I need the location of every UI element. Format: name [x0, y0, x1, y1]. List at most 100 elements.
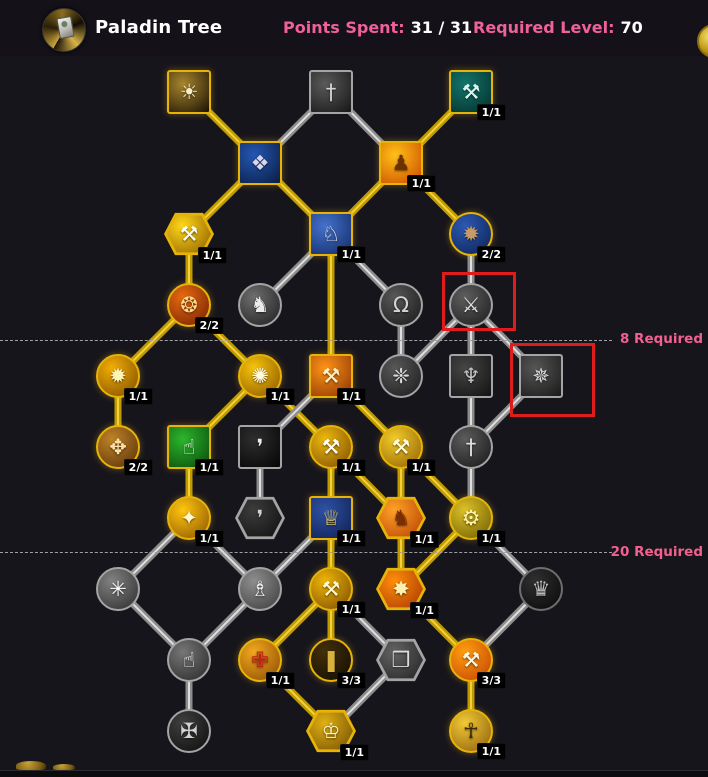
points-spent-stat: Points Spent: 31 / 31 [283, 18, 472, 37]
talent-blazing-warrior[interactable]: ♞1/1 [376, 495, 439, 548]
required-level-value: 70 [620, 18, 643, 37]
gilded-hammer-icon: ⚒ [391, 434, 411, 459]
talent-light-pillar[interactable]: ✺1/1 [238, 354, 295, 405]
talent-icon-iron-cross: ✠ [167, 709, 211, 753]
talent-hammer-burst[interactable]: ⚒1/1 [164, 211, 227, 264]
horseshoe-icon: Ω [392, 292, 410, 317]
rank-badge: 1/1 [265, 388, 295, 405]
talent-icon-silver-acolyte: ♗ [238, 567, 282, 611]
talent-icon-black-droplet: ❜ [238, 425, 282, 469]
talent-iron-cross[interactable]: ✠ [167, 709, 211, 753]
talent-golden-idol[interactable]: ☥1/1 [449, 709, 506, 760]
rank-badge: 1/1 [194, 530, 224, 547]
talent-royal-crown[interactable]: ♕1/1 [309, 496, 366, 547]
talent-icon-hammer-burst: ⚒ [167, 215, 211, 253]
rank-badge: 1/1 [336, 530, 366, 547]
talent-winged-mask[interactable]: ❈ [379, 354, 423, 398]
celestial-charger-icon: ♘ [321, 221, 341, 246]
talent-silver-steed[interactable]: ♞ [238, 283, 282, 327]
talent-icon-golden-guardian: ♔ [309, 712, 353, 750]
points-spent-value: 31 / 31 [410, 18, 473, 37]
talent-aegis-shield[interactable]: ❖ [238, 141, 282, 185]
talent-icon-dark-drop: ❜ [238, 499, 282, 537]
talent-gilded-hammer[interactable]: ⚒1/1 [379, 425, 436, 476]
talent-crusader-tabard[interactable]: ✙1/1 [238, 638, 295, 689]
next-section-strip [0, 770, 708, 777]
talent-icon-stone-fist: ✹ [449, 212, 493, 256]
talent-white-nova[interactable]: ✳ [96, 567, 140, 611]
talent-winged-blade[interactable]: † [449, 425, 493, 469]
rank-badge: 2/2 [194, 317, 224, 334]
talent-crossed-swords[interactable]: ⚔ [449, 283, 493, 327]
blazing-warrior-icon: ♞ [391, 505, 411, 530]
talent-icon-winged-blade: † [449, 425, 493, 469]
talent-golden-gear[interactable]: ⚙1/1 [449, 496, 506, 547]
talent-rune-sword[interactable]: † [309, 70, 353, 114]
talent-black-droplet[interactable]: ❜ [238, 425, 282, 469]
talent-light-ray[interactable]: ✹1/1 [96, 354, 153, 405]
talent-icon-shadow-crown: ♛ [519, 567, 563, 611]
light-pillar-icon: ✺ [251, 363, 269, 388]
dark-seraph-icon: ♆ [461, 363, 481, 388]
talent-golden-maul[interactable]: ⚒1/1 [309, 567, 366, 618]
talent-icon-fiery-crusader: ♟ [379, 141, 423, 185]
talent-icon-silver-steed: ♞ [238, 283, 282, 327]
iron-fist-icon: ✵ [532, 363, 550, 388]
points-spent-label: Points Spent: [283, 18, 405, 37]
rank-badge: 1/1 [409, 602, 439, 619]
talent-icon-celestial-charger: ♘ [309, 212, 353, 256]
talent-breastplate[interactable]: ❒ [376, 637, 426, 683]
golden-idol-icon: ☥ [463, 718, 479, 743]
requirement-label-8: 8 Required [619, 331, 703, 347]
talent-icon-breastplate: ❒ [379, 641, 423, 679]
tree-header: Paladin Tree Points Spent:31 / 31 Requir… [0, 0, 708, 56]
next-tree-ornament-small [53, 764, 75, 770]
talent-icon-radiant-hand: ☀ [167, 70, 211, 114]
talent-iron-fist[interactable]: ✵ [519, 354, 563, 398]
talent-flame-hammer[interactable]: ⚒3/3 [449, 638, 506, 689]
silver-steed-icon: ♞ [250, 292, 270, 317]
requirement-label-20: 20 Required [610, 544, 703, 560]
talent-icon-blazing-warrior: ♞ [379, 499, 423, 537]
prayer-hands-icon: ✥ [109, 434, 127, 459]
talent-golden-guardian[interactable]: ♔1/1 [306, 708, 369, 761]
golden-gear-icon: ⚙ [461, 505, 481, 530]
dark-drop-icon: ❜ [256, 505, 264, 530]
talent-fist-pillar[interactable]: ❚3/3 [309, 638, 366, 689]
talent-icon-aegis-shield: ❖ [238, 141, 282, 185]
aegis-shield-icon: ❖ [250, 150, 270, 175]
talent-radiant-hand[interactable]: ☀ [167, 70, 211, 114]
talent-icon-detonation: ✸ [379, 570, 423, 608]
light-ray-icon: ✹ [109, 363, 127, 388]
talent-flame-shield[interactable]: ❂2/2 [167, 283, 224, 334]
talent-dark-drop[interactable]: ❜ [235, 495, 285, 541]
talent-celestial-charger[interactable]: ♘1/1 [309, 212, 366, 263]
talent-icon-horseshoe: Ω [379, 283, 423, 327]
talent-winged-hammer[interactable]: ⚒1/1 [309, 425, 366, 476]
fiery-crusader-icon: ♟ [391, 150, 411, 175]
talent-hand-of-light[interactable]: ☝ [167, 638, 211, 682]
talent-prayer-hands[interactable]: ✥2/2 [96, 425, 153, 476]
rank-badge: 1/1 [336, 246, 366, 263]
talent-dark-seraph[interactable]: ♆ [449, 354, 493, 398]
talent-healing-surge[interactable]: ☝1/1 [167, 425, 224, 476]
talent-fiery-crusader[interactable]: ♟1/1 [379, 141, 436, 192]
required-level-stat: Required Level:70 [473, 18, 643, 37]
talent-icon-light-pillar: ✺ [238, 354, 282, 398]
talent-silver-acolyte[interactable]: ♗ [238, 567, 282, 611]
talent-icon-winged-mask: ❈ [379, 354, 423, 398]
talent-icon-storm-hammer: ⚒ [449, 70, 493, 114]
talent-forge-hammer[interactable]: ⚒1/1 [309, 354, 366, 405]
talent-shadow-crown[interactable]: ♛ [519, 567, 563, 611]
talent-stone-fist[interactable]: ✹2/2 [449, 212, 506, 263]
rank-badge: 1/1 [406, 459, 436, 476]
talent-storm-hammer[interactable]: ⚒1/1 [449, 70, 506, 121]
rank-badge: 1/1 [336, 601, 366, 618]
talent-horseshoe[interactable]: Ω [379, 283, 423, 327]
talent-starburst[interactable]: ✦1/1 [167, 496, 224, 547]
flame-shield-icon: ❂ [180, 292, 198, 317]
shadow-crown-icon: ♛ [531, 576, 551, 601]
talent-detonation[interactable]: ✸1/1 [376, 566, 439, 619]
